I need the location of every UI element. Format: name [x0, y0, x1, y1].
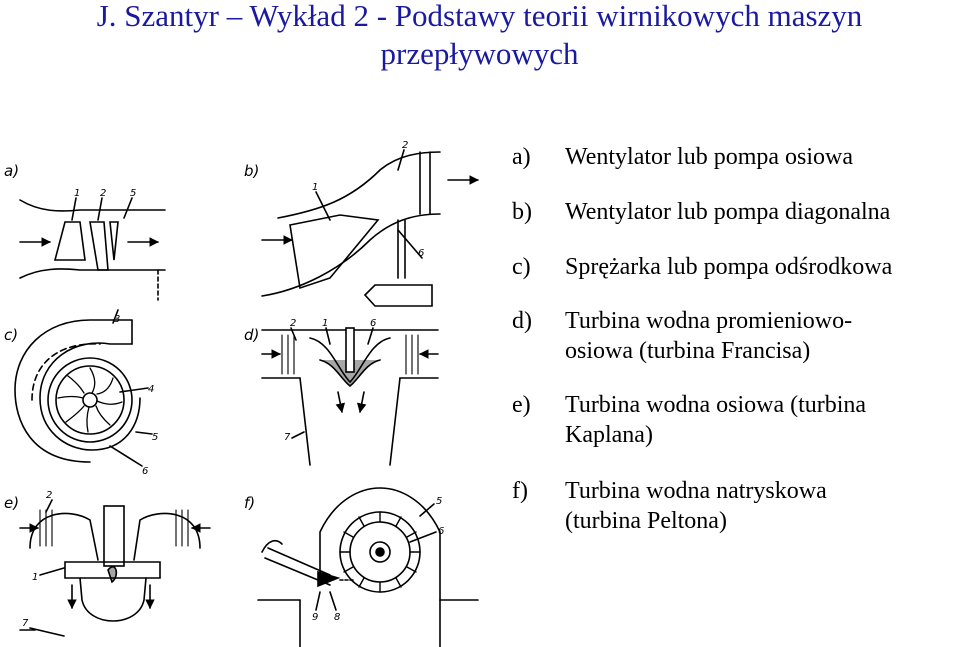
list-item-label: e) — [512, 392, 531, 418]
panel-label-a: a) — [4, 162, 19, 180]
callout-f-9: 9 — [312, 612, 318, 623]
callout-c-4: 4 — [148, 384, 154, 395]
callout-a-5: 5 — [130, 188, 136, 199]
callout-d-2: 2 — [290, 318, 296, 329]
page-title: J. Szantyr – Wykład 2 - Podstawy teorii … — [96, 0, 863, 33]
callout-b-1: 1 — [312, 182, 318, 193]
list-item-label: c) — [512, 254, 531, 280]
diagram-panel-labels: a) b) c) d) e) f) — [4, 162, 259, 512]
callout-f-6: 6 — [438, 526, 444, 537]
diagram-f-pelton-turbine — [257, 487, 479, 647]
diagram-d-francis-turbine — [261, 327, 439, 466]
callout-c-5: 5 — [152, 432, 158, 443]
callout-b-2: 2 — [402, 140, 408, 151]
page-title-continued: przepływowych — [380, 36, 579, 71]
diagram-callout-numbers: 1 2 5 2 1 6 3 4 5 6 2 1 6 7 2 1 7 5 6 9 … — [22, 140, 444, 629]
panel-label-d: d) — [244, 326, 259, 344]
list-item-text: Turbina wodna osiowa (turbina — [565, 392, 867, 418]
list-item-label: d) — [512, 308, 532, 334]
diagram-e-kaplan-turbine — [19, 499, 211, 637]
list-item-text: Turbina wodna natryskowa — [565, 478, 827, 504]
list-item-text-continued: (turbina Peltona) — [565, 508, 727, 534]
list-item-text: Sprężarka lub pompa odśrodkowa — [565, 254, 893, 280]
callout-f-8: 8 — [334, 612, 340, 623]
list-item-text-continued: osiowa (turbina Francisa) — [565, 338, 811, 364]
list-item-text-continued: Kaplana) — [565, 422, 653, 448]
panel-label-e: e) — [4, 494, 19, 512]
callout-c-6: 6 — [142, 466, 148, 477]
list-item-text: Wentylator lub pompa osiowa — [565, 144, 854, 170]
panel-label-f: f) — [244, 494, 255, 512]
callout-d-1: 1 — [322, 318, 328, 329]
callout-b-6: 6 — [418, 248, 424, 259]
callout-d-7: 7 — [284, 432, 291, 443]
callout-e-1: 1 — [32, 572, 38, 583]
list-item-text: Turbina wodna promieniowo- — [565, 308, 853, 334]
callout-c-3: 3 — [114, 314, 120, 325]
panel-label-b: b) — [244, 162, 259, 180]
callout-e-7: 7 — [22, 618, 29, 629]
callout-e-2: 2 — [46, 490, 52, 501]
diagram-a-axial-fan — [19, 197, 166, 301]
diagram-b-diagonal-fan — [261, 149, 479, 307]
list-item-text: Wentylator lub pompa diagonalna — [565, 199, 891, 225]
diagram-c-centrifugal-compressor — [14, 309, 153, 467]
callout-d-6: 6 — [370, 318, 376, 329]
machine-diagrams: a) b) c) d) e) f) 1 2 5 2 1 6 3 4 5 6 2 … — [4, 140, 479, 647]
callout-a-1: 1 — [74, 188, 80, 199]
callout-a-2: 2 — [100, 188, 106, 199]
callout-f-5: 5 — [436, 496, 442, 507]
list-item-label: a) — [512, 144, 531, 170]
panel-label-c: c) — [4, 326, 18, 344]
list-item-label: f) — [512, 478, 528, 504]
list-item-label: b) — [512, 199, 532, 225]
